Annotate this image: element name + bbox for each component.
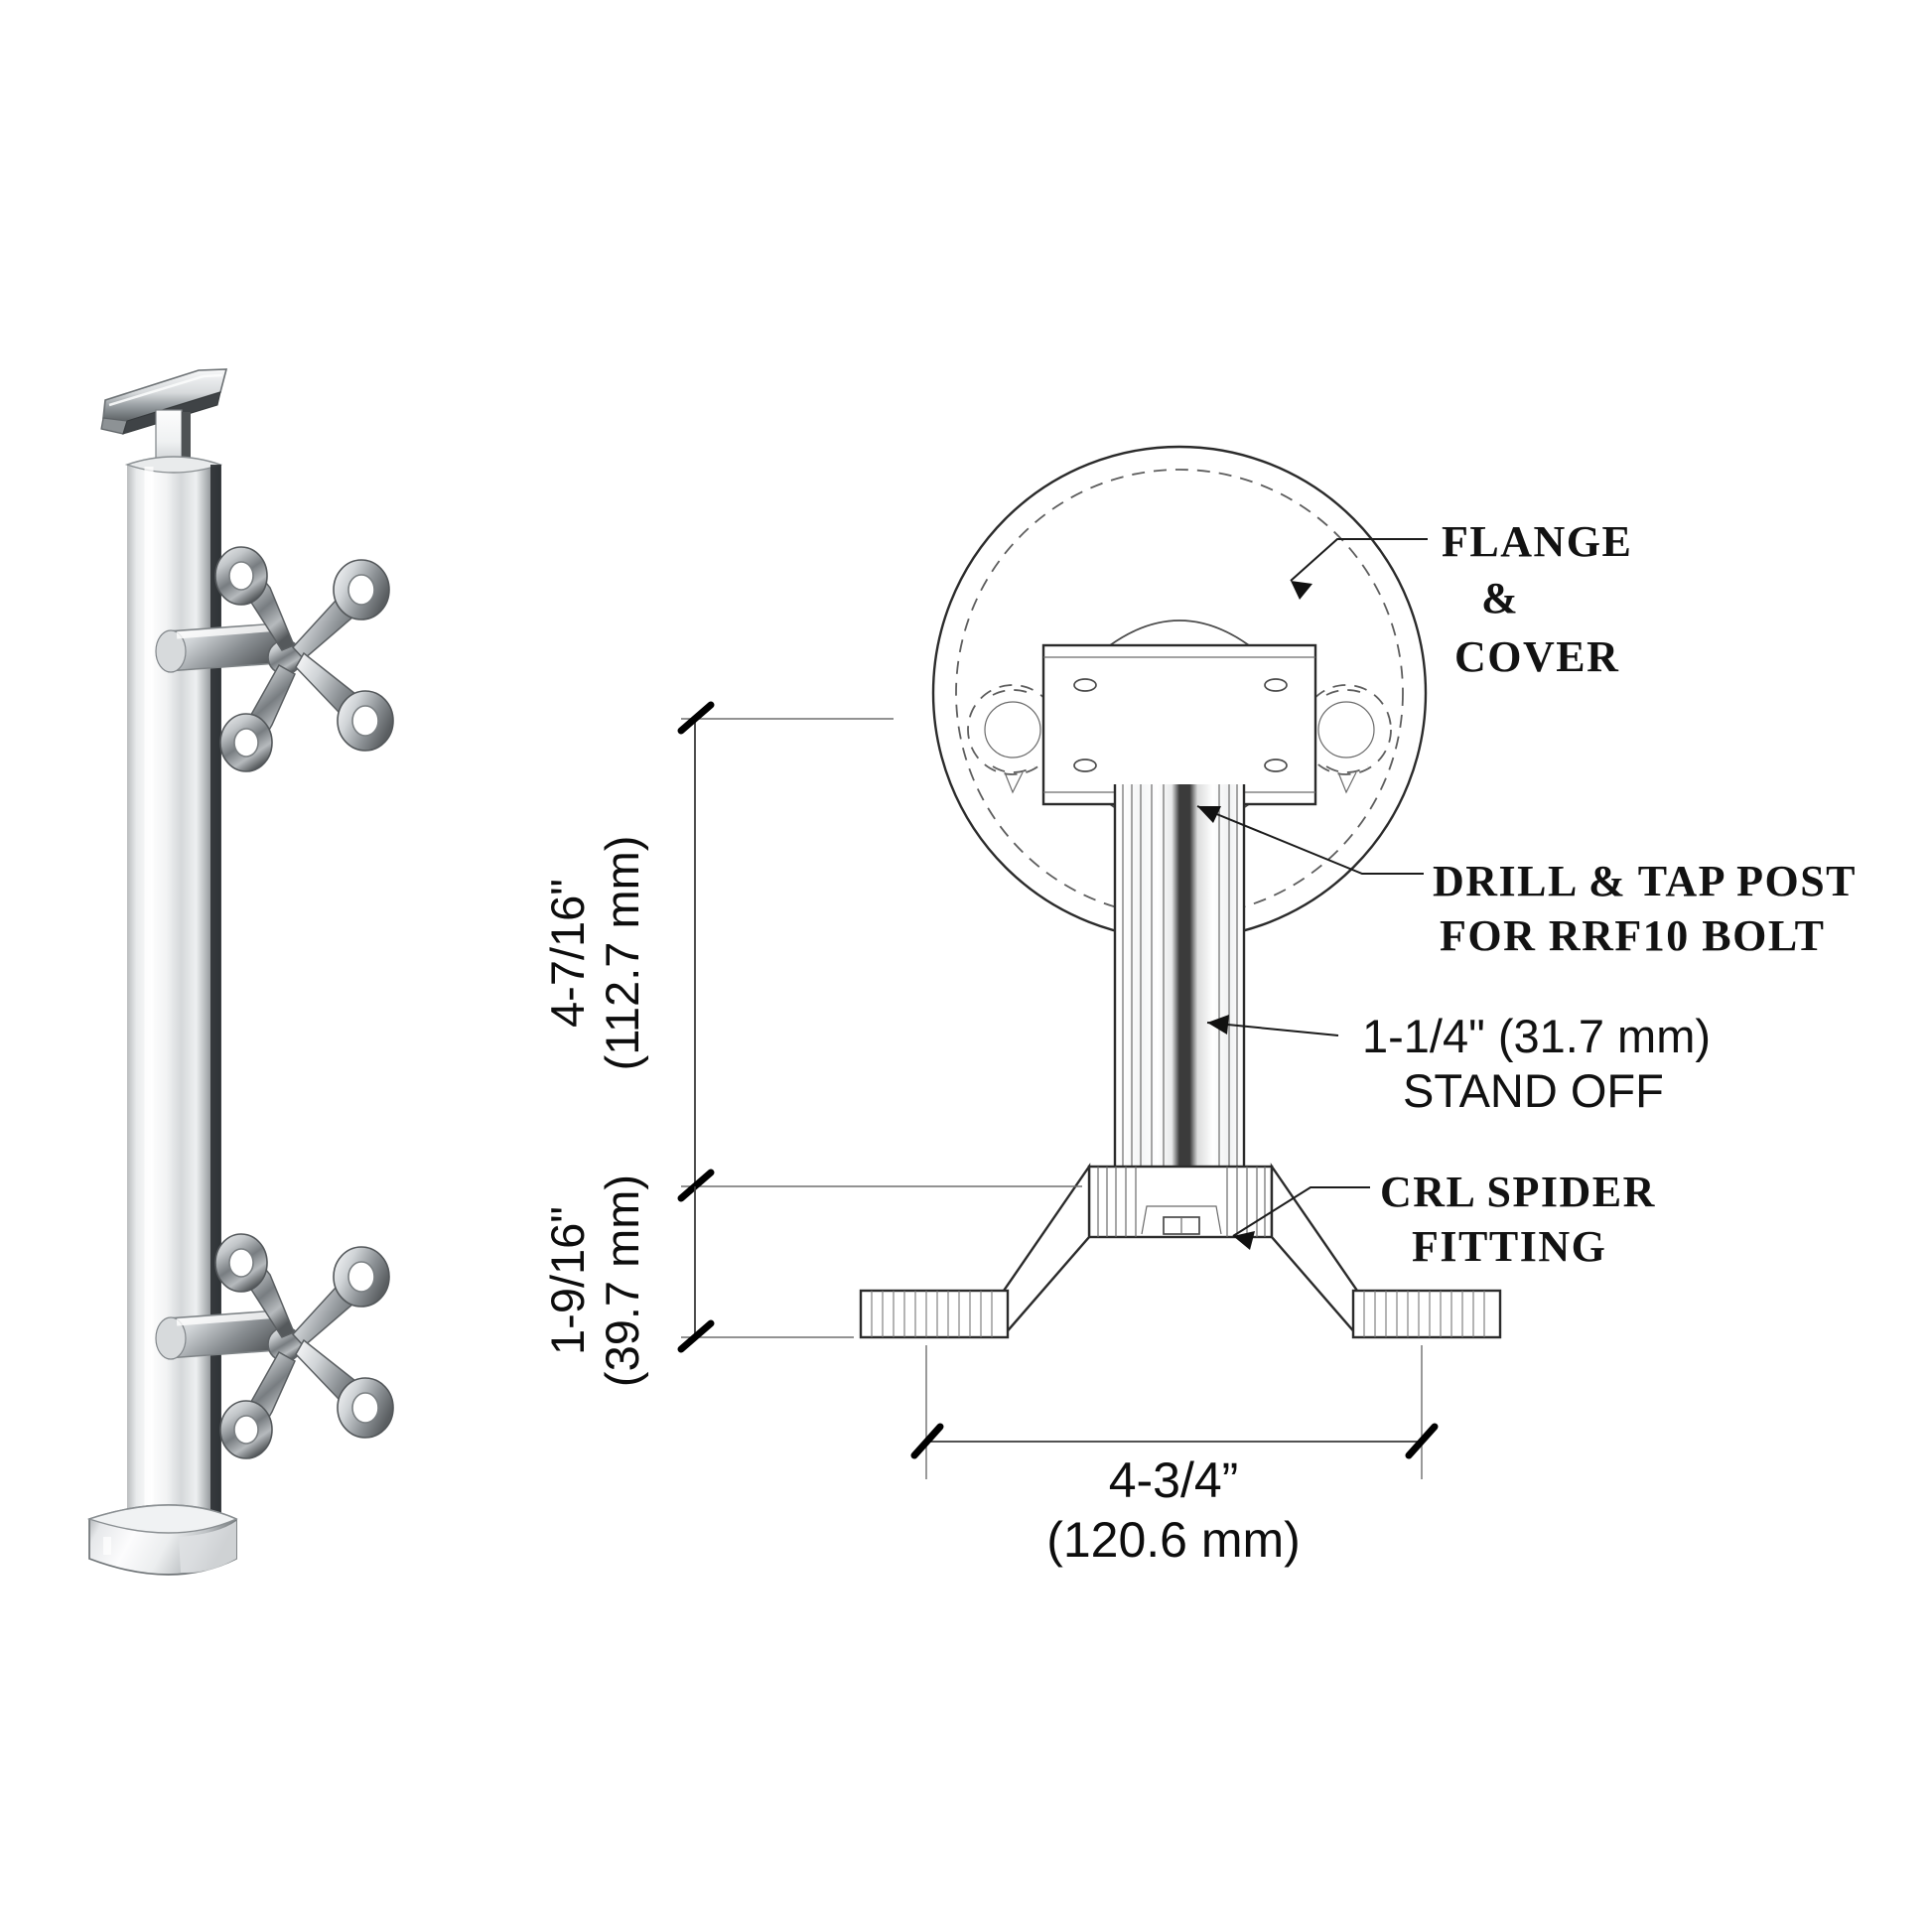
- bottom-dim-metric: (120.6 mm): [1046, 1512, 1301, 1568]
- flange-cover-line3: COVER: [1454, 632, 1619, 681]
- spider-arm-ring: [214, 1233, 268, 1293]
- mounting-foot-right: [1351, 1289, 1502, 1339]
- upper-dim-imperial: 4-7/16": [541, 879, 594, 1028]
- spider-arm-ring: [337, 690, 394, 752]
- dimension-annotations: [677, 701, 1439, 1479]
- lower-spider-fitting: [155, 1233, 394, 1459]
- lower-dim-metric: (39.7 mm): [596, 1174, 648, 1387]
- dimension-text-upper: 4-7/16" (112.7 mm): [541, 836, 648, 1071]
- spider-arm-ring: [214, 546, 268, 606]
- drill-tap-line1: DRILL & TAP POST: [1433, 857, 1857, 905]
- left-rendered-post-view: [86, 368, 394, 1576]
- dimension-lower-vertical: [677, 1186, 854, 1353]
- flange-cover-line1: FLANGE: [1442, 517, 1632, 566]
- dimension-upper-vertical: [677, 701, 1082, 1202]
- dimension-bottom-horizontal: [910, 1345, 1439, 1479]
- stand-off-line2: STAND OFF: [1403, 1064, 1664, 1117]
- spider-arm-ring: [337, 1377, 394, 1439]
- spider-arm-ring: [333, 1246, 390, 1308]
- leader-lines: [1196, 538, 1428, 1250]
- flange-cover-plate: [1041, 643, 1317, 806]
- standoff-tube: [1113, 784, 1246, 1167]
- post-tube: [124, 456, 223, 1525]
- spider-fitting-line1: CRL SPIDER: [1380, 1168, 1656, 1216]
- spider-arm-ring: [333, 559, 390, 621]
- dimension-text-bottom: 4-3/4” (120.6 mm): [1046, 1452, 1301, 1568]
- label-flange-cover: FLANGE & COVER: [1442, 517, 1632, 681]
- leader-stand-off: [1206, 1015, 1339, 1036]
- base-flange: [86, 1504, 238, 1576]
- spider-fitting-line2: FITTING: [1412, 1222, 1606, 1271]
- spider-fitting-base: [1087, 1165, 1274, 1239]
- mounting-foot-left: [859, 1289, 1010, 1339]
- drill-tap-line2: FOR RRF10 BOLT: [1440, 911, 1826, 960]
- label-spider-fitting: CRL SPIDER FITTING: [1380, 1168, 1656, 1271]
- leader-drill-tap: [1196, 805, 1424, 875]
- leader-flange-cover: [1290, 538, 1428, 600]
- bottom-dim-imperial: 4-3/4”: [1109, 1452, 1239, 1508]
- upper-dim-metric: (112.7 mm): [596, 836, 648, 1071]
- spider-arm-ring: [219, 713, 273, 772]
- lower-dim-imperial: 1-9/16": [541, 1206, 594, 1355]
- label-drill-tap: DRILL & TAP POST FOR RRF10 BOLT: [1433, 857, 1857, 960]
- stand-off-line1: 1-1/4" (31.7 mm): [1362, 1010, 1711, 1062]
- leader-spider-fitting: [1232, 1186, 1370, 1250]
- flange-cover-line2: &: [1481, 574, 1519, 622]
- dimension-text-lower: 1-9/16" (39.7 mm): [541, 1174, 648, 1387]
- upper-spider-fitting: [155, 546, 394, 772]
- spider-arm-ring: [219, 1400, 273, 1459]
- label-stand-off: 1-1/4" (31.7 mm) STAND OFF: [1362, 1010, 1711, 1117]
